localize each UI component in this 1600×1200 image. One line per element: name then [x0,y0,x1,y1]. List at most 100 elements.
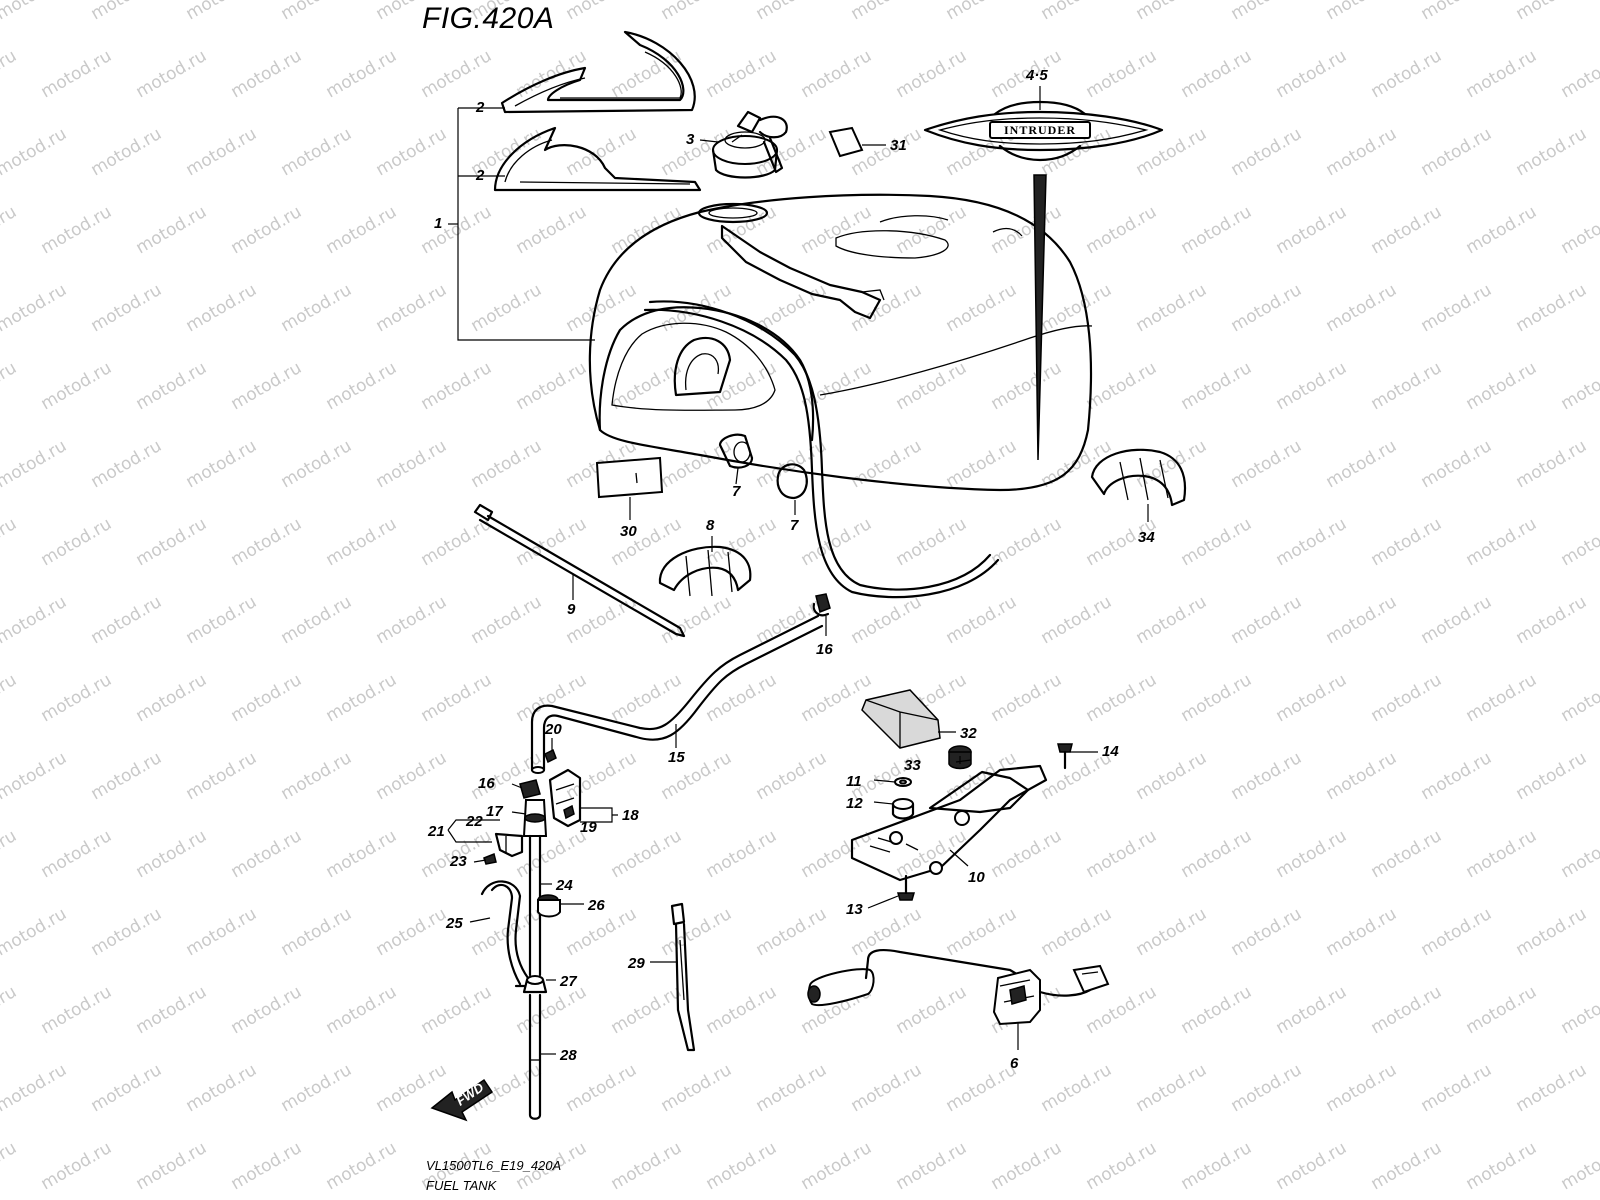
watermark-text: motod.ru [0,358,20,414]
watermark-text: motod.ru [1323,904,1401,960]
watermark-text: motod.ru [0,202,20,258]
cushion-34 [1090,448,1186,507]
callout-1: 1 [434,215,442,232]
watermark-text: motod.ru [1463,514,1541,570]
watermark-text: motod.ru [228,670,306,726]
watermark-text: motod.ru [278,124,356,180]
watermark-text: motod.ru [228,46,306,102]
breather-valve-assembly [483,748,582,865]
watermark-text: motod.ru [323,826,401,882]
callout-8: 8 [706,517,715,534]
tank-rear-bracket-assembly [850,689,1073,901]
callout-34: 34 [1138,529,1155,546]
watermark-text: motod.ru [703,982,781,1038]
watermark-text: motod.ru [468,0,546,24]
watermark-text: motod.ru [468,280,546,336]
watermark-text: motod.ru [1558,1138,1600,1194]
watermark-text: motod.ru [183,904,261,960]
watermark-text: motod.ru [1418,904,1496,960]
watermark-text: motod.ru [88,280,166,336]
watermark-text: motod.ru [988,358,1066,414]
watermark-text: motod.ru [988,670,1066,726]
watermark-text: motod.ru [323,358,401,414]
callout-4-5: 4·5 [1025,67,1048,84]
watermark-text: motod.ru [0,46,20,102]
watermark-text: motod.ru [658,0,736,24]
watermark-text: motod.ru [38,826,116,882]
watermark-text: motod.ru [1178,670,1256,726]
watermark-text: motod.ru [323,46,401,102]
watermark-text: motod.ru [988,514,1066,570]
watermark-text: motod.ru [893,358,971,414]
watermark-text: motod.ru [1083,46,1161,102]
watermark-text: motod.ru [183,592,261,648]
watermark-text: motod.ru [988,826,1066,882]
watermark-text: motod.ru [0,1138,20,1194]
callout-13: 13 [846,901,863,918]
watermark-text: motod.ru [848,436,926,492]
watermark-text: motod.ru [1133,0,1211,24]
watermark-text: motod.ru [1273,202,1351,258]
watermark-text: motod.ru [513,358,591,414]
watermark-text: motod.ru [88,124,166,180]
watermark-text: motod.ru [1513,280,1591,336]
watermark-text: motod.ru [1323,592,1401,648]
tank-stripe-decals [493,30,702,192]
watermark-text: motod.ru [893,982,971,1038]
watermark-text: motod.ru [0,670,20,726]
watermark-text: motod.ru [0,280,70,336]
watermark-text: motod.ru [1513,592,1591,648]
watermark-text: motod.ru [228,358,306,414]
callout-30: 30 [620,523,637,540]
cushion-8 [658,545,752,597]
callout-10: 10 [968,869,985,886]
watermark-text: motod.ru [658,904,736,960]
watermark-text: motod.ru [1558,202,1600,258]
watermark-text: motod.ru [0,514,20,570]
watermark-text: motod.ru [373,904,451,960]
watermark-text: motod.ru [703,358,781,414]
tank-cushions-7 [718,433,808,500]
fuel-level-gauge-6 [807,949,1110,1026]
watermark-text: motod.ru [893,46,971,102]
watermark-text: motod.ru [323,514,401,570]
watermark-text: motod.ru [1178,1138,1256,1194]
watermark-text: motod.ru [228,202,306,258]
callout-25: 25 [445,915,463,932]
watermark-text: motod.ru [703,46,781,102]
watermark-text: motod.ru [1083,982,1161,1038]
watermark-text: motod.ru [1558,358,1600,414]
watermark-text: motod.ru [1178,46,1256,102]
forward-direction-arrow: FWD [430,1078,494,1122]
watermark-text: motod.ru [943,592,1021,648]
watermark-text: motod.ru [608,982,686,1038]
watermark-text: motod.ru [88,748,166,804]
drain-hoses [480,834,696,1120]
watermark-text: motod.ru [798,670,876,726]
watermark-text: motod.ru [1178,202,1256,258]
callout-2a: 2 [475,99,485,116]
watermark-text: motod.ru [228,982,306,1038]
watermark-text: motod.ru [323,670,401,726]
watermark-text: motod.ru [1418,1060,1496,1116]
watermark-text: motod.ru [608,826,686,882]
callout-29: 29 [627,955,645,972]
watermark-text: motod.ru [1133,748,1211,804]
watermark-text: motod.ru [1083,826,1161,882]
watermark-text: motod.ru [703,826,781,882]
watermark-text: motod.ru [468,592,546,648]
figure-title: FIG.420A [422,2,555,35]
watermark-text: motod.ru [1463,1138,1541,1194]
watermark-text: motod.ru [278,748,356,804]
watermark-text: motod.ru [418,358,496,414]
watermark-text: motod.ru [1273,358,1351,414]
watermark-text: motod.ru [1133,280,1211,336]
watermark-text: motod.ru [183,436,261,492]
watermark-text: motod.ru [1418,748,1496,804]
watermark-text: motod.ru [38,202,116,258]
callout-21: 21 [427,823,445,840]
watermark-text: motod.ru [1273,670,1351,726]
watermark-text: motod.ru [798,46,876,102]
watermark-text: motod.ru [1133,436,1211,492]
watermark-text: motod.ru [183,280,261,336]
